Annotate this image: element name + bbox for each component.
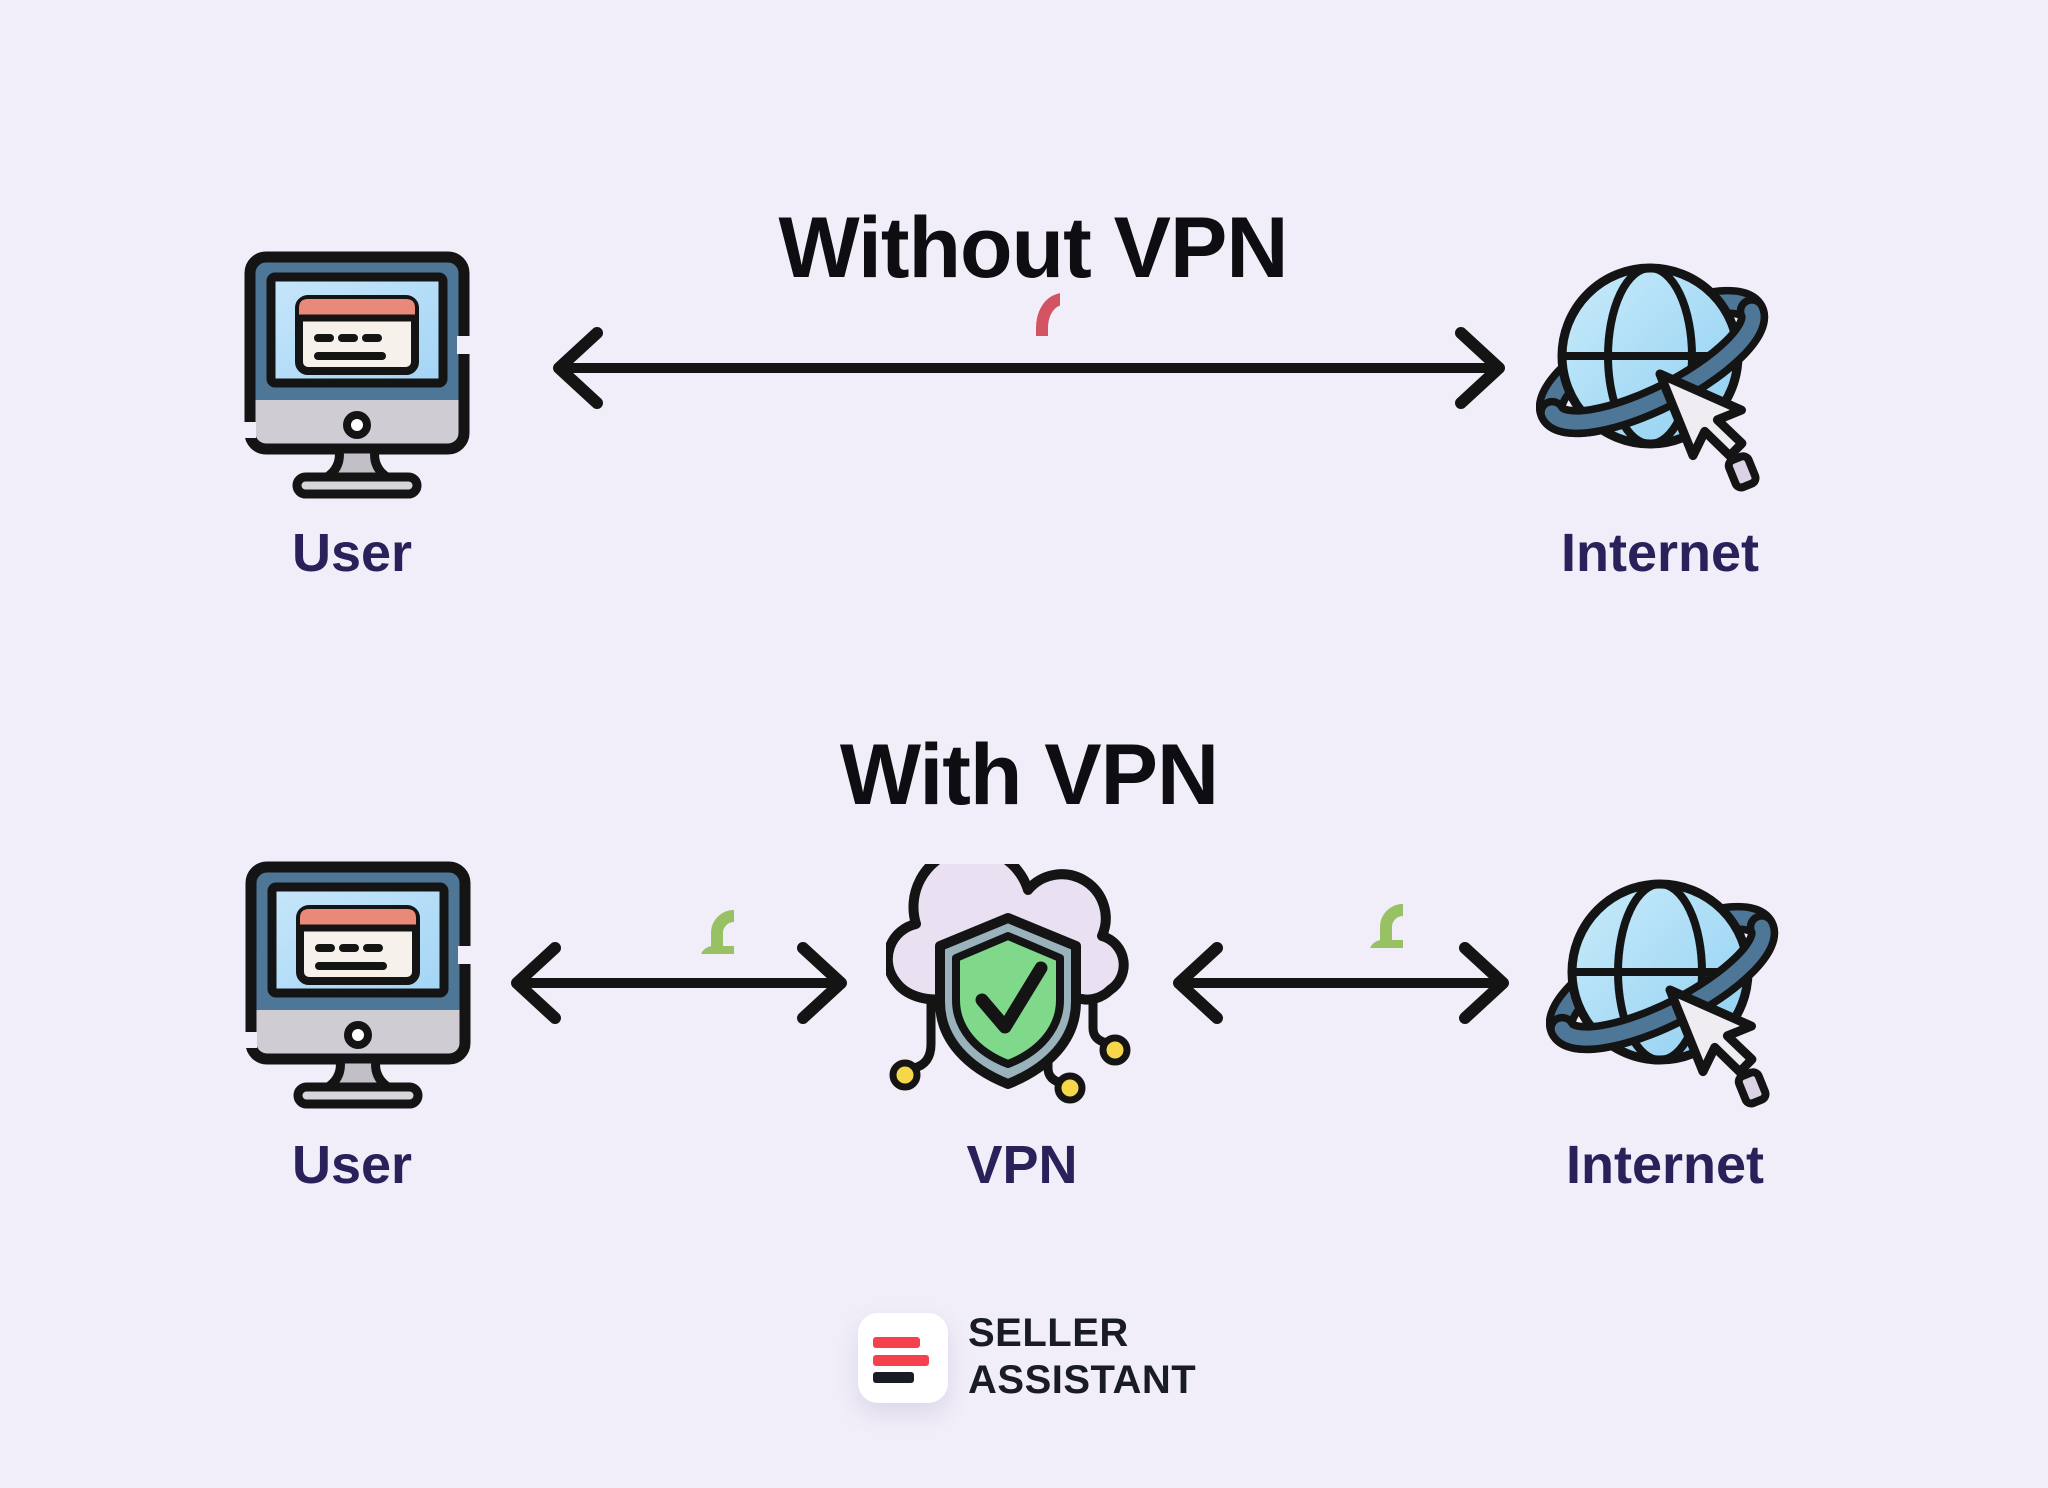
- section-title-with-vpn: With VPN: [839, 726, 1219, 823]
- closed-padlock-icon: [1303, 844, 1403, 948]
- internet-label: Internet: [1560, 523, 1760, 583]
- logo-bar-red-top: [873, 1337, 920, 1348]
- vpn-label: VPN: [966, 1135, 1078, 1195]
- user-label: User: [291, 523, 413, 583]
- globe-cursor-icon: [1536, 240, 1776, 500]
- brand-name-line1: SELLER: [968, 1311, 1129, 1355]
- section-title-without-vpn: Without VPN: [778, 199, 1289, 296]
- logo-bar-dark-bottom: [873, 1372, 914, 1383]
- logo-bar-red-middle: [873, 1355, 929, 1366]
- seller-assistant-logo-icon: [858, 1313, 948, 1403]
- globe-cursor-icon: [1546, 856, 1786, 1116]
- computer-icon: [237, 250, 477, 500]
- user-label: User: [291, 1135, 413, 1195]
- secure-connection-arrow-user-vpn: [503, 938, 855, 1028]
- open-padlock-icon: [956, 224, 1060, 336]
- secure-connection-arrow-vpn-internet: [1165, 938, 1517, 1028]
- insecure-connection-arrow: [545, 323, 1513, 413]
- shield-cloud-icon: [886, 864, 1136, 1108]
- internet-label: Internet: [1565, 1135, 1765, 1195]
- computer-icon: [238, 860, 478, 1110]
- brand-name-line2: ASSISTANT: [968, 1358, 1197, 1402]
- brand-name: SELLER ASSISTANT: [968, 1310, 1196, 1404]
